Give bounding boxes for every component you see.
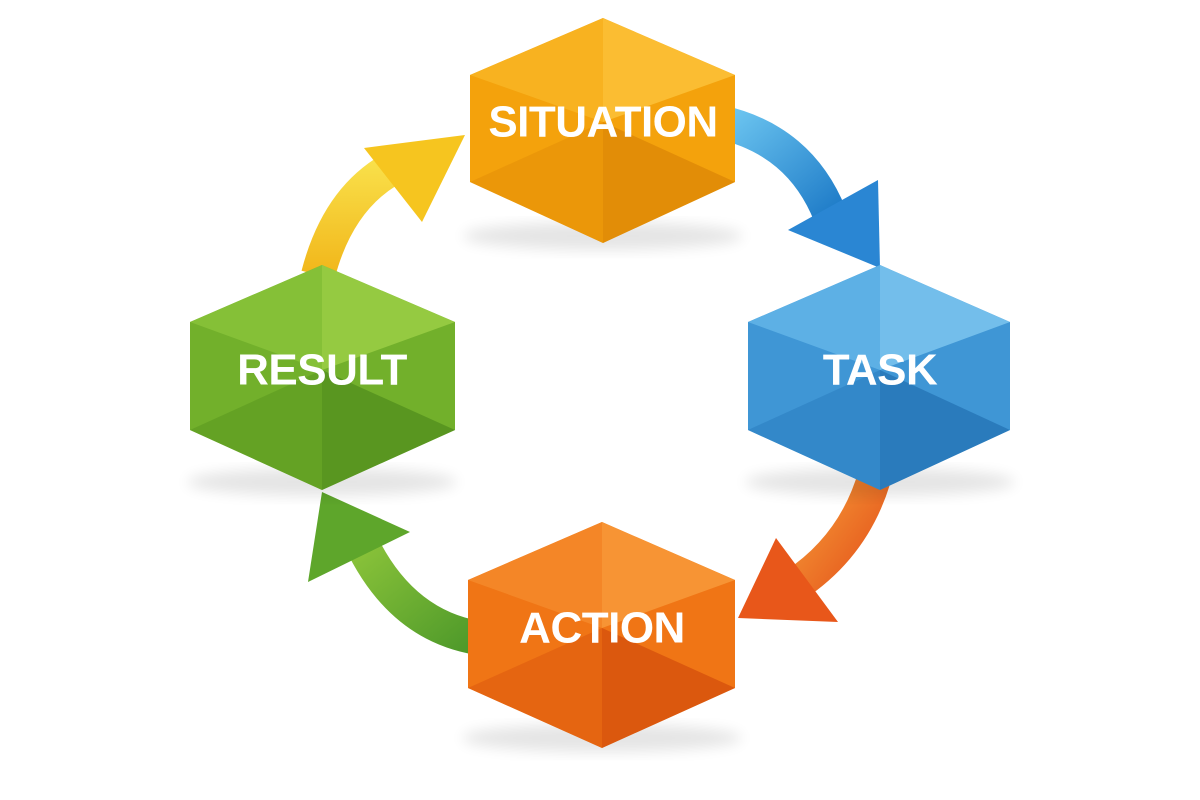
node-task-label: TASK (823, 346, 938, 395)
arrow-result-to-situation (301, 135, 465, 280)
node-situation: SITUATION (463, 18, 743, 250)
node-task: TASK (745, 265, 1015, 496)
node-action: ACTION (462, 522, 742, 752)
arrow-action-to-result (308, 492, 482, 655)
node-action-label: ACTION (519, 604, 685, 653)
node-situation-label: SITUATION (488, 98, 717, 147)
arrow-situation-to-task (715, 105, 880, 268)
node-result-label: RESULT (237, 346, 407, 395)
node-result: RESULT (187, 265, 457, 496)
arrow-task-to-action (738, 470, 892, 622)
